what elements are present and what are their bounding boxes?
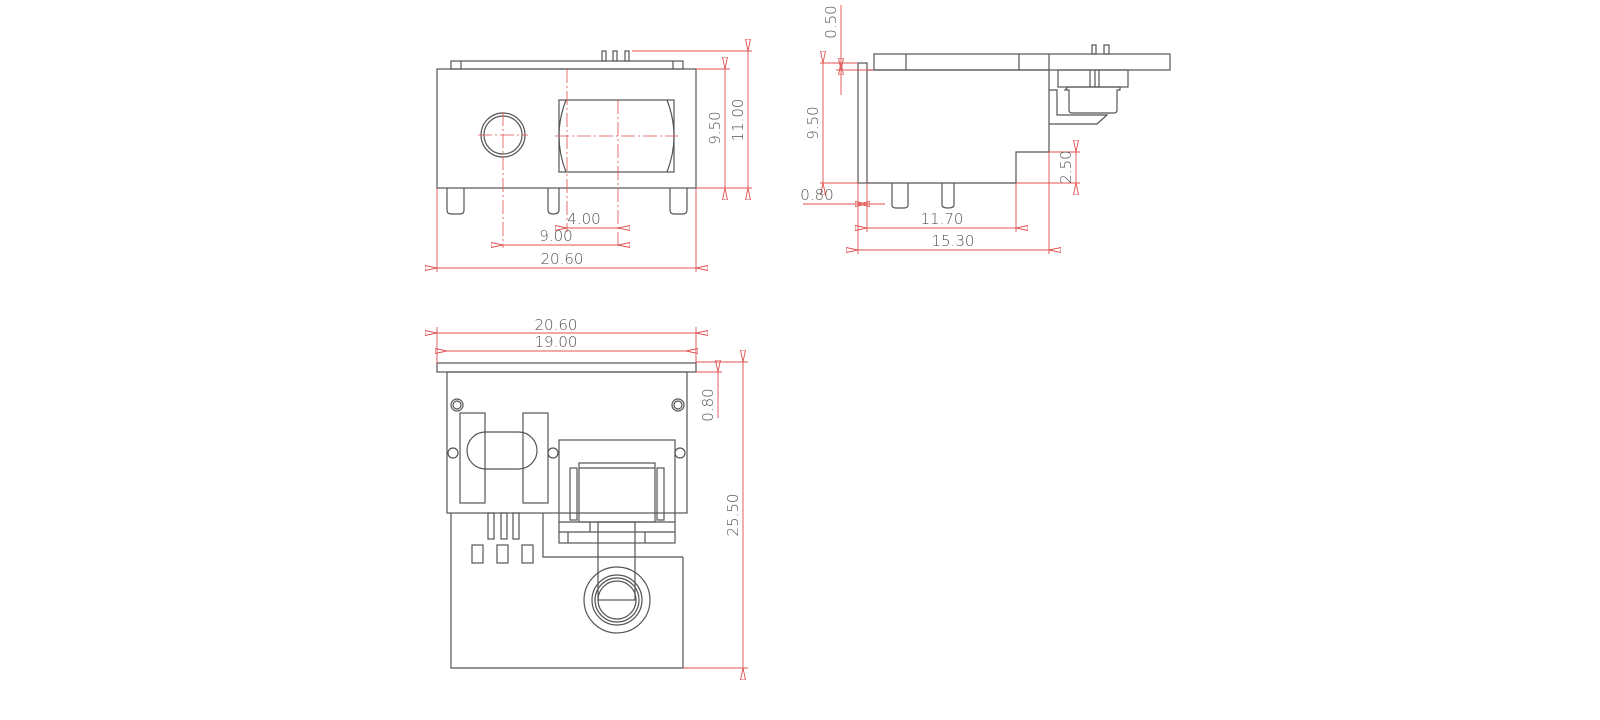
dim-top-width-total: 20.60 <box>535 316 578 334</box>
dim-side-height-body: 9.50 <box>804 106 822 139</box>
side-bracket <box>1049 89 1109 125</box>
dim-front-height-total: 11.00 <box>729 99 747 142</box>
dim-side-top-plate: 0.50 <box>822 5 840 38</box>
dim-top-plate: 0.80 <box>699 388 717 421</box>
front-view: 9.50 11.00 4.00 9.00 20.60 <box>437 51 752 272</box>
side-top-plate <box>873 53 1171 71</box>
dim-side-depth-total: 15.30 <box>932 232 975 250</box>
dim-side-step: 2.50 <box>1057 150 1075 183</box>
dim-top-length: 25.50 <box>724 494 742 537</box>
dim-side-front-plate: 0.80 <box>800 186 833 204</box>
side-body <box>867 69 1050 184</box>
top-lens-ring <box>583 566 651 634</box>
top-lower-board <box>450 513 684 669</box>
front-body <box>436 68 697 189</box>
dim-front-height-body: 9.50 <box>706 111 724 144</box>
side-front-plate <box>857 62 868 184</box>
dim-front-width: 20.60 <box>541 250 584 268</box>
front-pins <box>446 188 688 215</box>
top-plate <box>436 362 697 373</box>
side-lens <box>1063 86 1121 114</box>
top-sensor-box <box>558 439 676 544</box>
dim-side-depth-inner: 11.70 <box>921 210 964 228</box>
top-stem <box>597 521 636 601</box>
top-body <box>446 371 688 514</box>
top-view: 20.60 19.00 0.80 25.50 <box>437 316 748 668</box>
dim-front-offset-9: 9.00 <box>539 227 572 245</box>
side-pins <box>891 183 955 209</box>
side-connector <box>1057 69 1129 88</box>
dim-top-width-body: 19.00 <box>535 333 578 351</box>
side-view: 0.50 9.50 2.50 0.80 11.70 15.30 <box>800 5 1171 254</box>
front-top-plate <box>450 60 684 70</box>
top-oval-window <box>466 431 538 470</box>
dim-front-offset-4: 4.00 <box>567 210 600 228</box>
